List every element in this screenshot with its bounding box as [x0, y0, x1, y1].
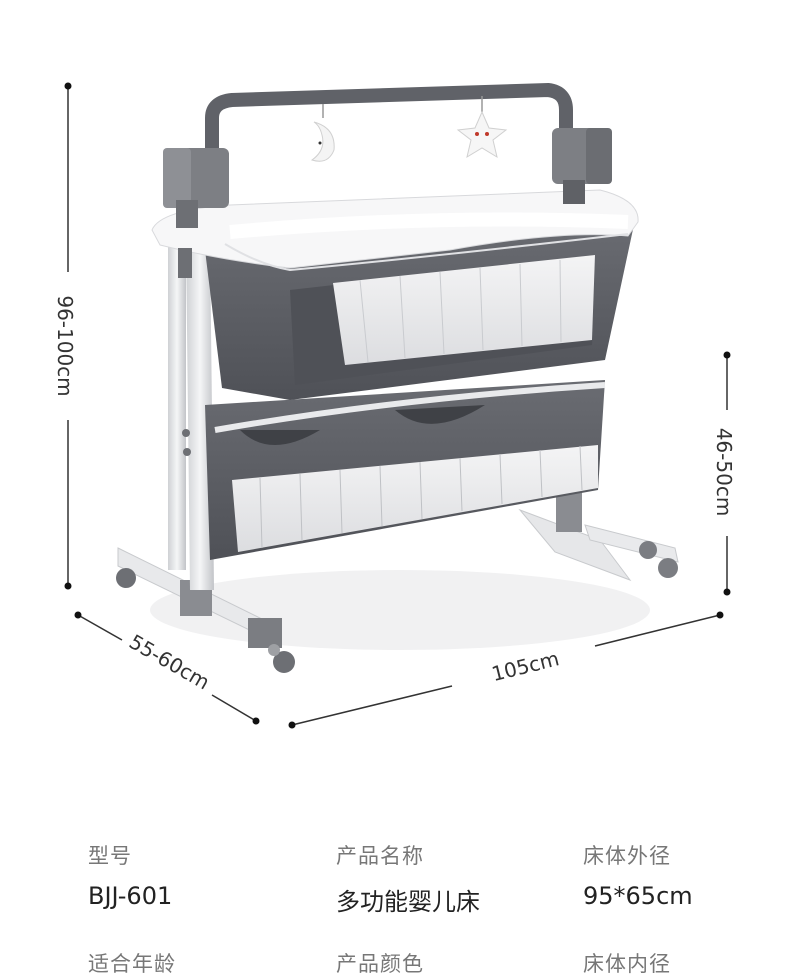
- dimension-total-height: 96-100cm: [53, 82, 77, 590]
- star-toy-icon: [456, 110, 508, 159]
- spec-product-name: 产品名称 多功能婴儿床: [336, 840, 480, 917]
- spec-key: 产品颜色: [336, 952, 424, 976]
- spec-key: 型号: [88, 844, 132, 868]
- dimension-total-height-label: 96-100cm: [53, 295, 77, 396]
- spec-key: 床体外径: [583, 844, 671, 868]
- dimension-length-label: 105cm: [489, 646, 561, 686]
- spec-color: 产品颜色: [336, 948, 424, 978]
- spec-key: 适合年龄: [88, 952, 176, 976]
- crib-illustration: [116, 82, 679, 673]
- spec-value: BJJ-601: [88, 882, 173, 910]
- spec-value: 95*65cm: [583, 882, 693, 910]
- spec-key: 产品名称: [336, 844, 424, 868]
- spec-model: 型号 BJJ-601: [88, 840, 172, 910]
- moon-toy-icon: [310, 121, 335, 162]
- spec-value: 多功能婴儿床: [336, 888, 480, 916]
- dimension-bed-height: 46-50cm: [712, 351, 736, 596]
- spec-outer-size: 床体外径 95*65cm: [583, 840, 693, 910]
- spec-key: 床体内径: [583, 952, 671, 976]
- spec-inner-size: 床体内径: [583, 948, 671, 978]
- dimension-depth-label: 55-60cm: [125, 629, 214, 694]
- product-illustration: 96-100cm 46-50cm 55-60cm 105cm: [53, 82, 736, 729]
- spec-age: 适合年龄: [88, 948, 176, 978]
- dimension-bed-height-label: 46-50cm: [712, 428, 736, 517]
- spec-table: 型号 BJJ-601 产品名称 多功能婴儿床 床体外径 95*65cm 适合年龄…: [0, 830, 790, 976]
